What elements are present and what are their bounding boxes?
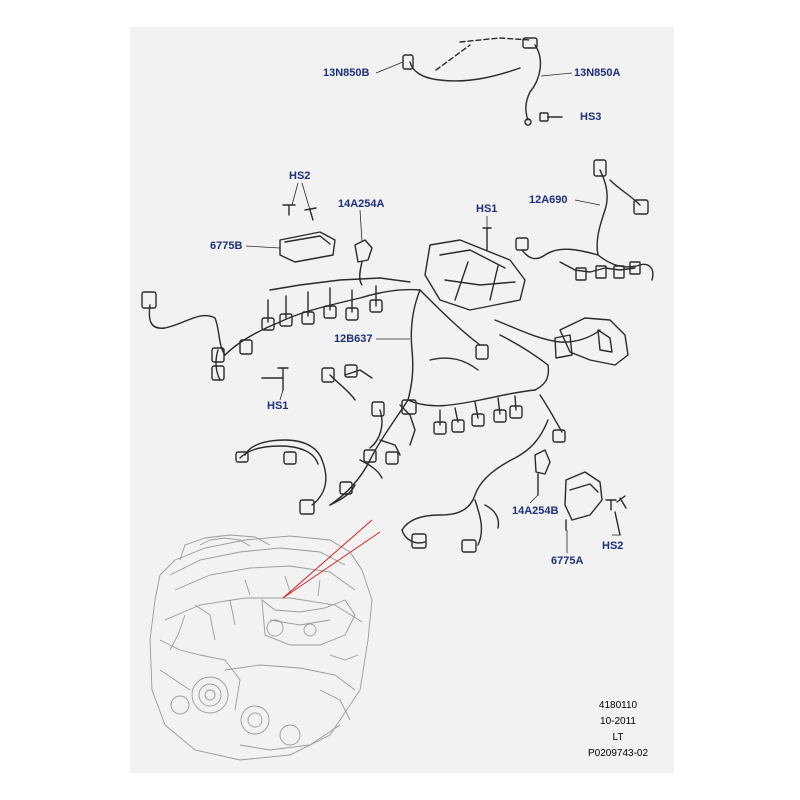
callout-HS3: HS3 (580, 111, 602, 123)
callout-HS1-top: HS1 (476, 203, 498, 215)
callout-14A254B: 14A254B (512, 505, 559, 517)
illustration-date: 10-2011 (600, 716, 636, 727)
callout-12A690: 12A690 (529, 194, 568, 206)
illustration-number: 4180110 (598, 700, 638, 711)
callout-12B637: 12B637 (334, 333, 373, 345)
callout-6775A: 6775A (551, 555, 584, 567)
callout-HS2-top: HS2 (289, 170, 311, 182)
callout-HS2-right: HS2 (602, 540, 624, 552)
engine-block-outline (149, 534, 373, 761)
callout-6775B: 6775B (210, 240, 243, 252)
callout-14A254A: 14A254A (338, 198, 385, 210)
illustration-code: LT (612, 732, 624, 743)
callout-13N850B: 13N850B (323, 67, 370, 79)
wiring-harness (141, 37, 654, 553)
part-code: P0209743-02 (587, 748, 649, 759)
leader-lines (245, 61, 620, 553)
callout-HS1-left: HS1 (267, 400, 289, 412)
callout-13N850A: 13N850A (574, 67, 621, 79)
locator-lines (282, 519, 381, 599)
